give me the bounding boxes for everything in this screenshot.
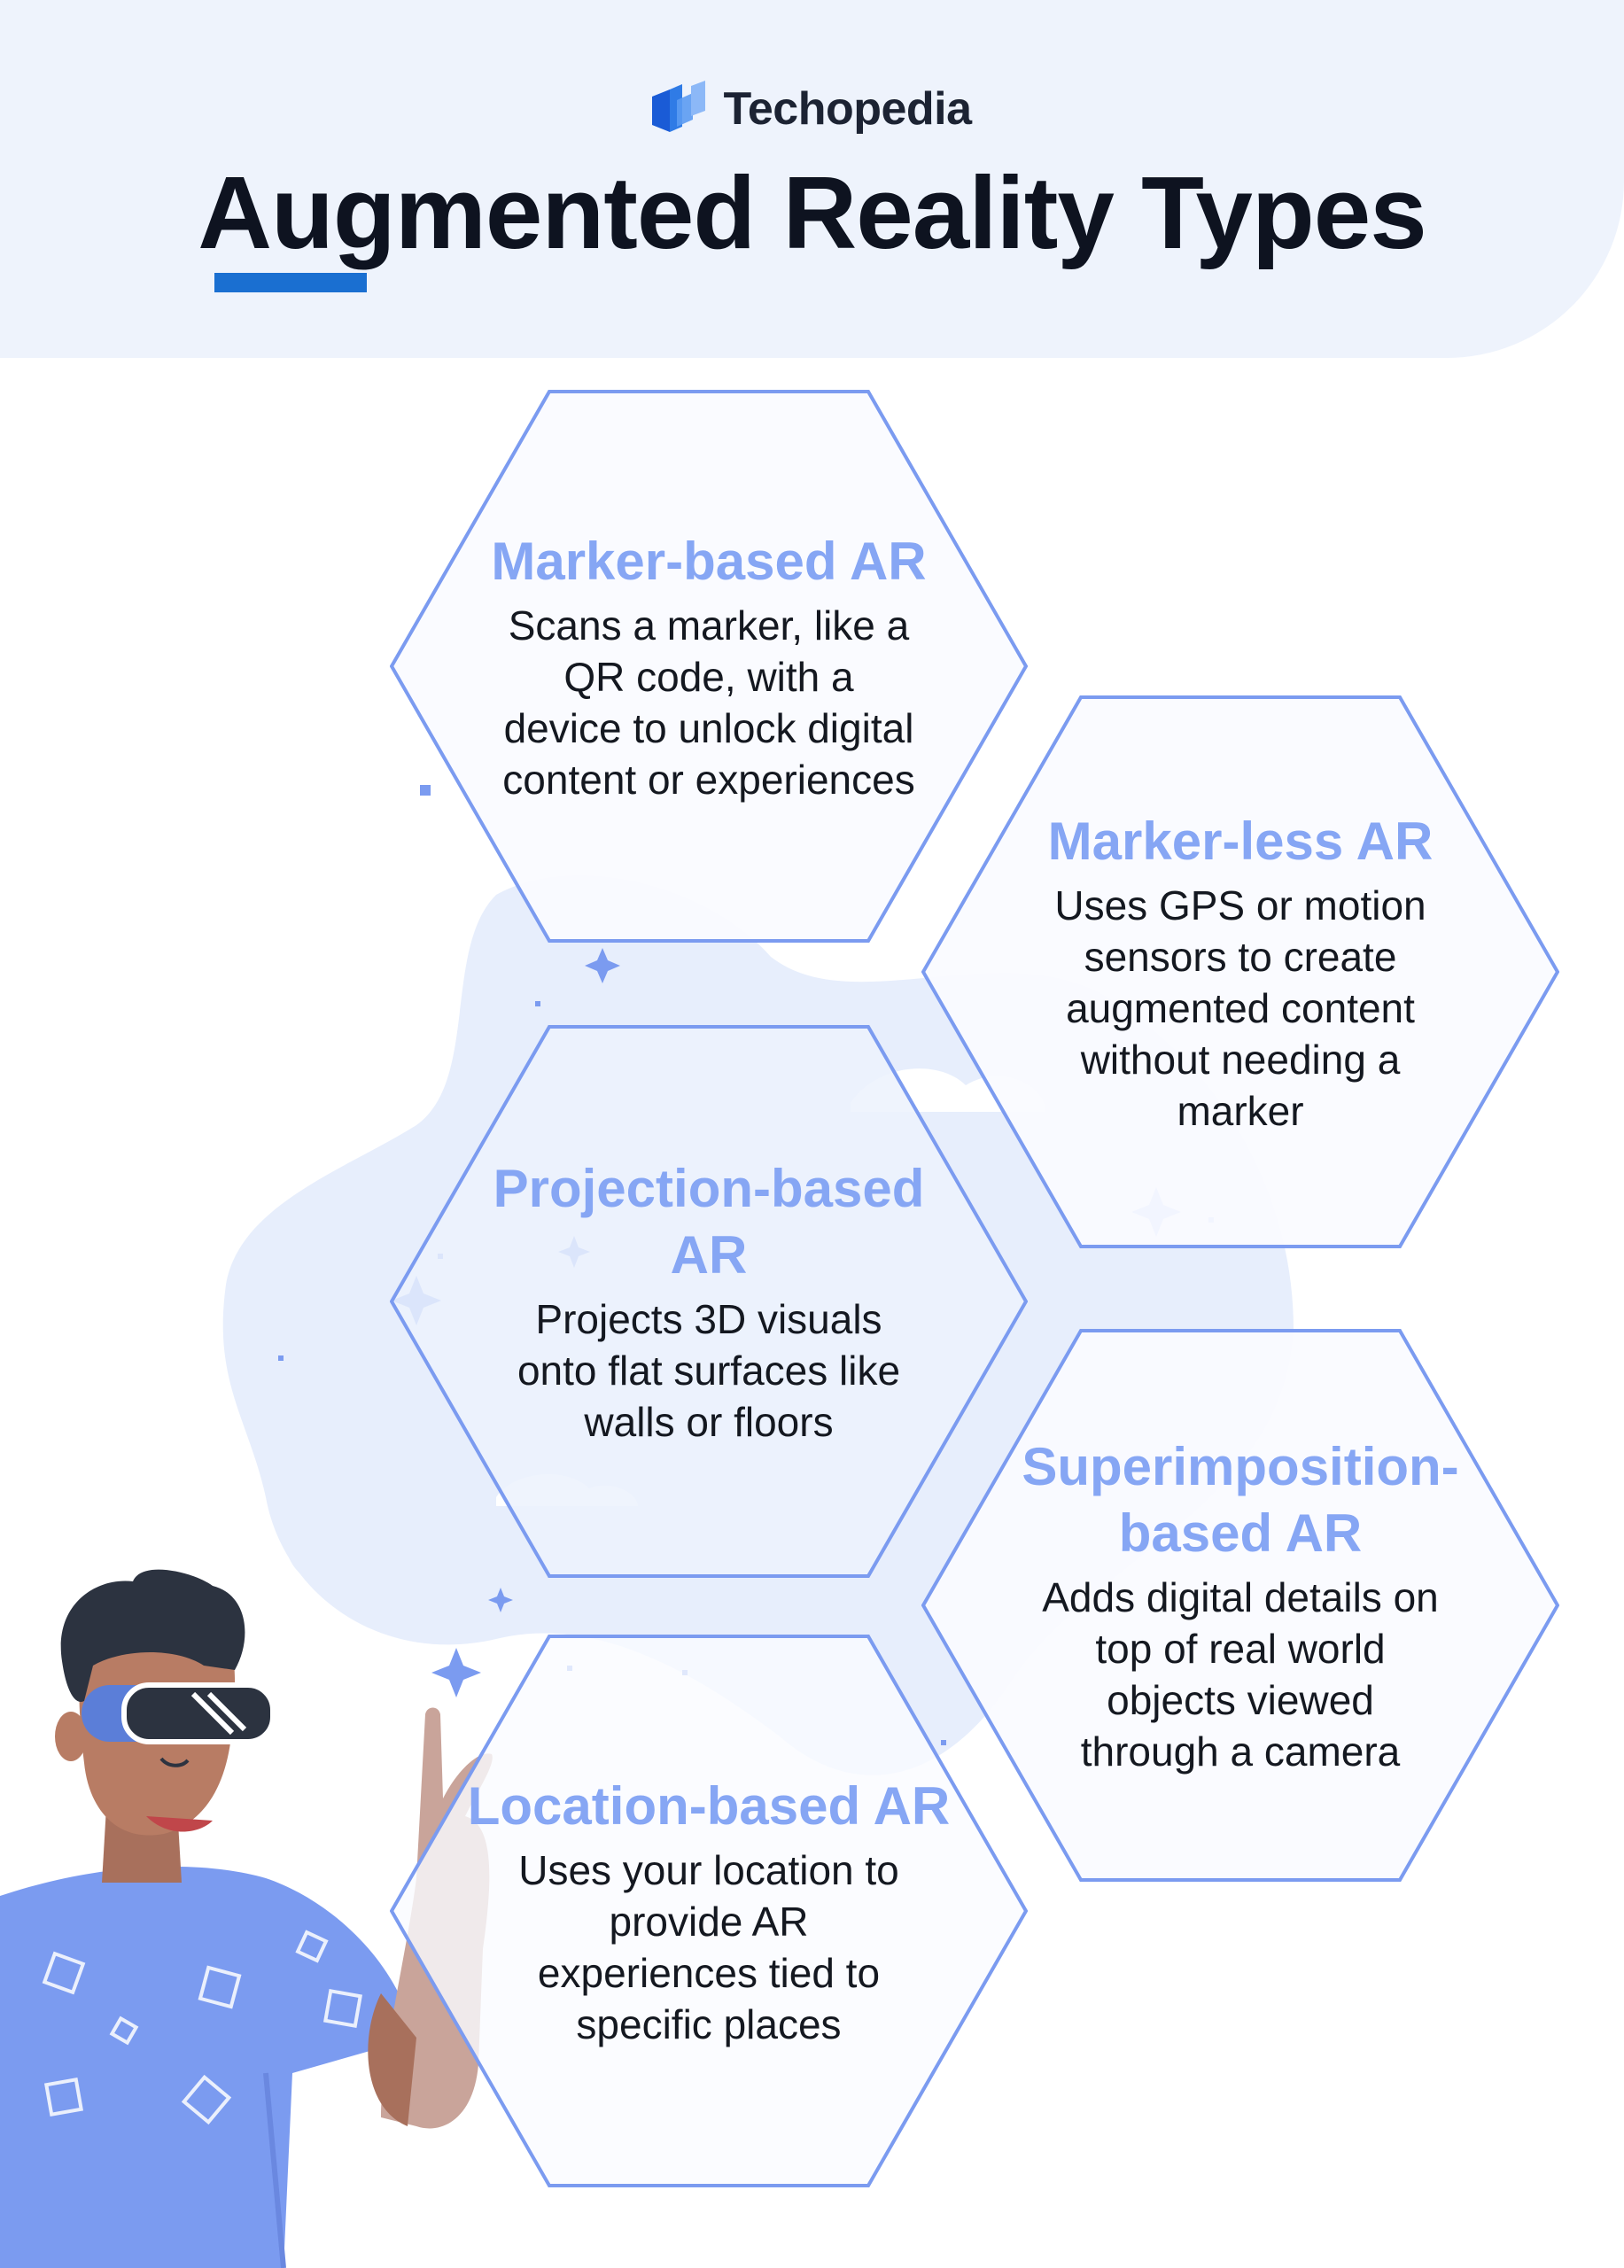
ar-type-title: Marker-based AR [491,531,927,591]
hexagon-outline [921,1329,1559,1882]
page-title: Augmented Reality Types [198,155,1427,270]
ar-type-description: Scans a marker, like a QR code, with a d… [502,602,915,803]
hexagon-outline [390,390,1028,943]
person-shirt [0,1866,416,2268]
person-ear [55,1712,87,1761]
hexagon-outline [390,1025,1028,1578]
background-bubble [285,1494,377,1586]
ar-type-title: Location-based AR [467,1775,951,1836]
hex-card-projection-based: Projection-based AR Projects 3D visuals … [390,1025,1028,1578]
ar-type-title: Superimposition-based AR [1022,1437,1459,1563]
brand-name: Techopedia [723,83,972,135]
title-underline [214,273,367,292]
ar-type-title: Projection-based AR [493,1159,925,1285]
ar-type-description: Projects 3D visuals onto flat surfaces l… [517,1296,901,1445]
person-shoulder [368,1993,416,2126]
brand: Techopedia [0,78,1624,140]
person-mouth [146,1816,213,1832]
hex-card-superimposition-based: Superimposition-based AR Adds digital de… [921,1329,1559,1882]
ar-type-description: Uses your location to provide AR experie… [518,1846,899,2047]
vr-headset-icon [82,1682,297,1744]
hexagon-outline [921,695,1559,1248]
techopedia-logo-icon [652,81,706,132]
ar-type-description: Uses GPS or motion sensors to create aug… [1054,882,1426,1134]
header-band [0,0,1624,358]
hex-card-marker-based: Marker-based AR Scans a marker, like a Q… [390,390,1028,943]
hexagon-outline [390,1635,1028,2187]
ar-type-title: Marker-less AR [1047,811,1434,871]
hex-card-marker-less: Marker-less AR Uses GPS or motion sensor… [921,695,1559,1248]
shirt-pattern [42,1930,363,2125]
person-smile [159,1757,190,1767]
ar-type-description: Adds digital details on top of real worl… [1042,1574,1439,1775]
hex-card-location-based: Location-based AR Uses your location to … [390,1635,1028,2187]
person-hair [60,1569,245,1702]
